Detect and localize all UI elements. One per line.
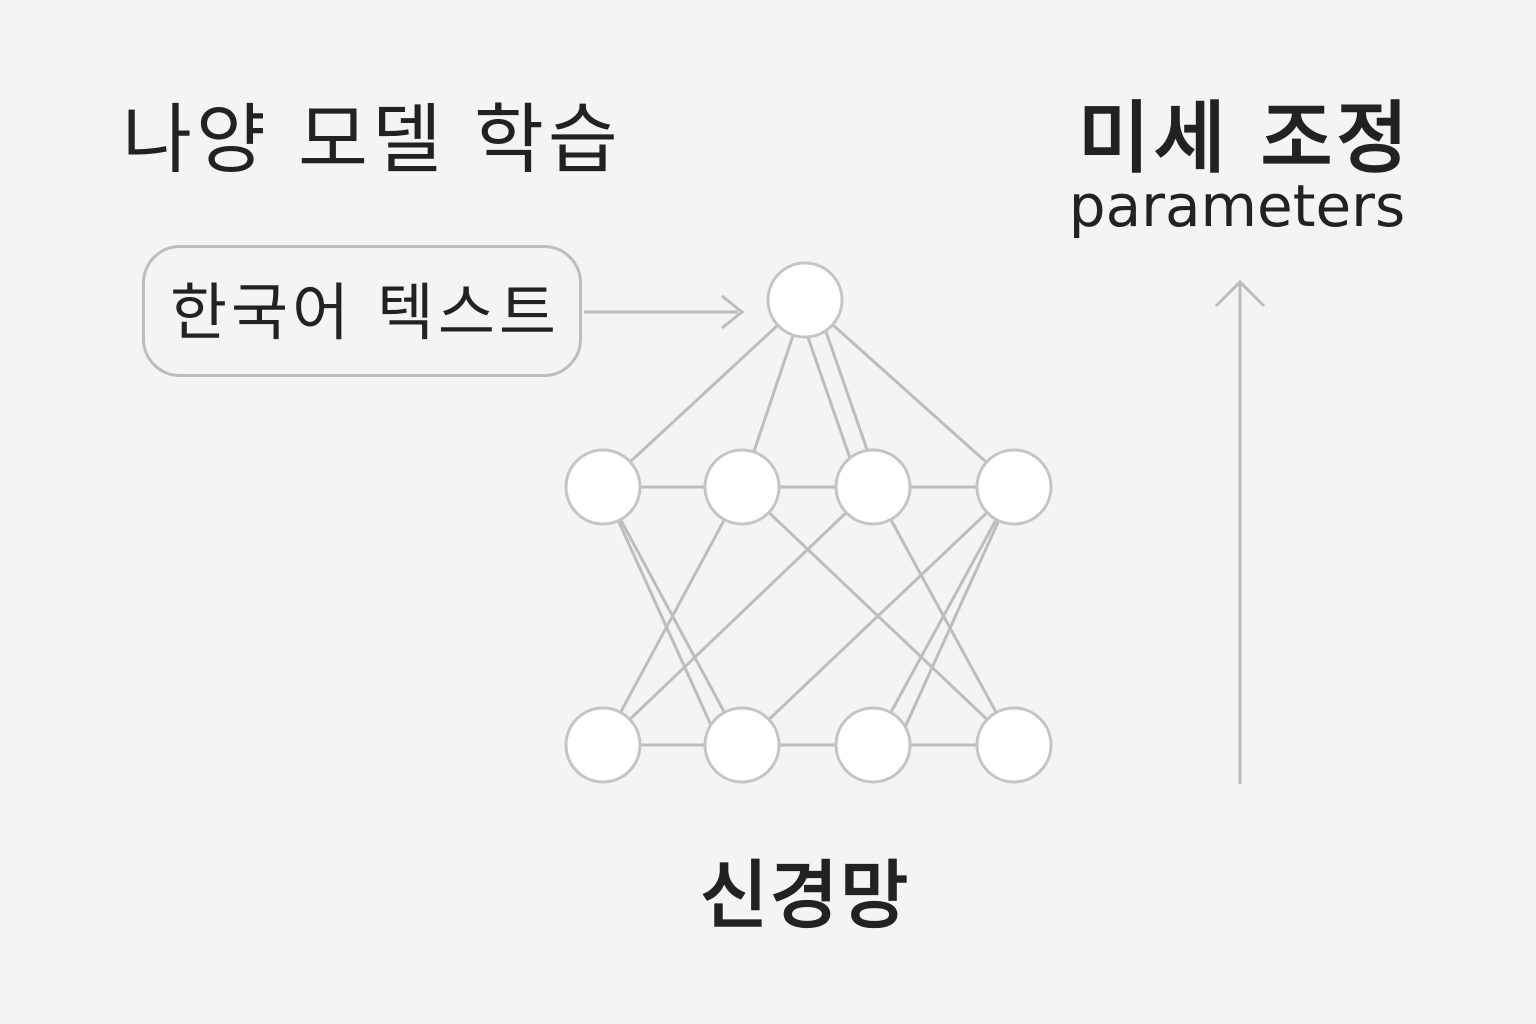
node-bottom-3 (834, 706, 912, 784)
node-bottom-1 (564, 706, 642, 784)
node-top (766, 261, 844, 339)
node-middle-2 (703, 448, 781, 526)
input-box: 한국어 텍스트 (142, 245, 582, 377)
node-middle-3 (834, 448, 912, 526)
node-middle-1 (564, 448, 642, 526)
node-bottom-4 (975, 706, 1053, 784)
node-middle-4 (975, 448, 1053, 526)
input-arrow (584, 294, 745, 330)
up-arrow (1214, 279, 1266, 784)
nodes (564, 261, 1053, 784)
network-label: 신경망 (699, 853, 911, 939)
input-label: 한국어 텍스트 (170, 276, 560, 349)
edges-outer (601, 486, 1016, 746)
page-title: 나양 모델 학습 (122, 95, 622, 184)
fine-tune-title: 미세 조정 (1078, 94, 1413, 184)
node-bottom-2 (703, 706, 781, 784)
edges-cross (601, 485, 1016, 747)
fine-tune-subtitle: parameters (1068, 172, 1406, 240)
